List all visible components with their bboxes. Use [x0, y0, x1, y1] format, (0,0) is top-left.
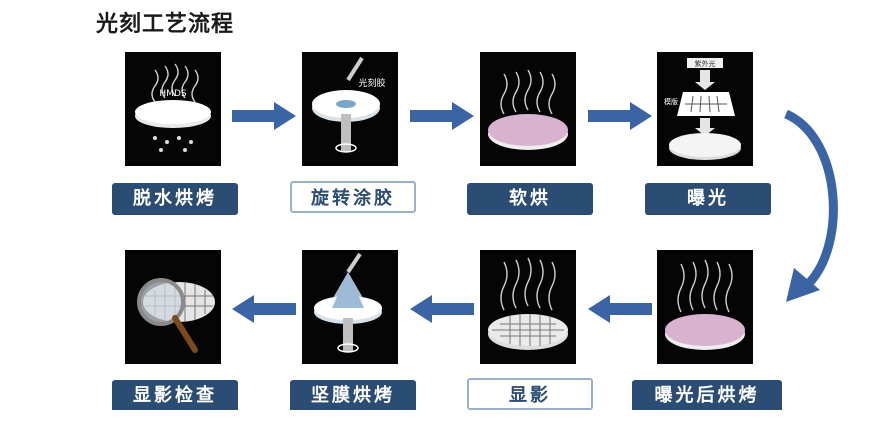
arrow-left-2: [410, 295, 474, 323]
step-label-exposure: 曝光: [645, 183, 771, 215]
spin-coating-image: 光刻胶: [302, 52, 398, 166]
step-label-spin-coating: 旋转涂胶: [290, 181, 416, 213]
soft-bake-image: [480, 52, 576, 166]
uv-text: 紫外光: [695, 59, 716, 68]
hard-bake-image: [302, 250, 398, 364]
step-label-soft-bake: 软烘: [467, 183, 593, 215]
arrow-right-3: [588, 102, 652, 130]
photoresist-text: 光刻胶: [358, 77, 385, 89]
step-label-dehydration-bake: 脱水烘烤: [112, 183, 238, 215]
bottom-edge: [0, 410, 880, 427]
step-label-post-exposure-bake: 曝光后烘烤: [632, 380, 782, 412]
page-title: 光刻工艺流程: [96, 11, 235, 37]
post-exposure-bake-image: [657, 250, 753, 364]
step-label-develop: 显影: [467, 378, 593, 410]
arrow-left-1: [588, 295, 652, 323]
mask-text: 模版: [664, 97, 678, 106]
arrow-right-2: [410, 102, 474, 130]
arrow-curve-down: [783, 109, 838, 302]
arrow-left-3: [232, 295, 296, 323]
develop-inspection-image: [125, 250, 221, 364]
step-label-hard-bake: 坚膜烘烤: [290, 380, 416, 412]
exposure-image: 紫外光 模版: [657, 52, 753, 166]
dehydration-bake-image: HMDS: [125, 52, 221, 166]
hmds-text: HMDS: [159, 89, 186, 99]
step-label-develop-inspection: 显影检查: [112, 380, 238, 412]
develop-image: [480, 250, 576, 364]
arrow-right-1: [232, 102, 296, 130]
